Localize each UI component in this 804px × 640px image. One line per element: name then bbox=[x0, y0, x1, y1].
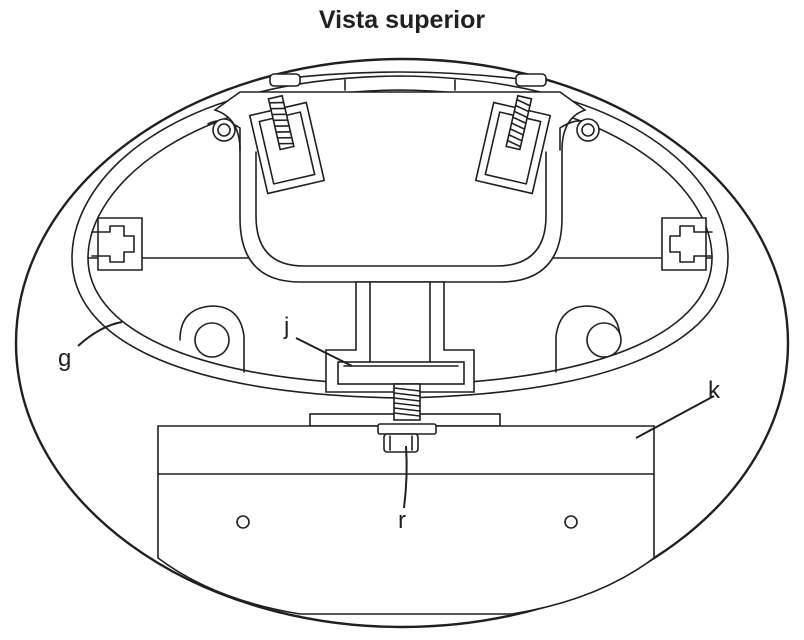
leader-k bbox=[635, 395, 715, 439]
leader-r bbox=[403, 445, 408, 509]
outer-housing bbox=[14, 57, 790, 629]
upper-bosses bbox=[207, 118, 600, 151]
leader-j bbox=[295, 337, 353, 367]
threaded-rod bbox=[393, 383, 421, 421]
callout-k: k bbox=[708, 377, 721, 404]
leader-g bbox=[77, 321, 123, 347]
mounting-bracket-k bbox=[157, 413, 655, 615]
callout-r: r bbox=[398, 507, 406, 534]
callout-j: j bbox=[283, 313, 289, 340]
left-screw-clamp bbox=[248, 94, 326, 195]
component-j bbox=[337, 361, 465, 385]
right-screw-clamp bbox=[474, 94, 552, 195]
diagram-title: Vista superior bbox=[318, 6, 486, 34]
callout-g: g bbox=[58, 345, 71, 372]
lower-bosses bbox=[179, 305, 622, 373]
side-latches bbox=[91, 217, 713, 271]
nut-r bbox=[377, 423, 437, 453]
